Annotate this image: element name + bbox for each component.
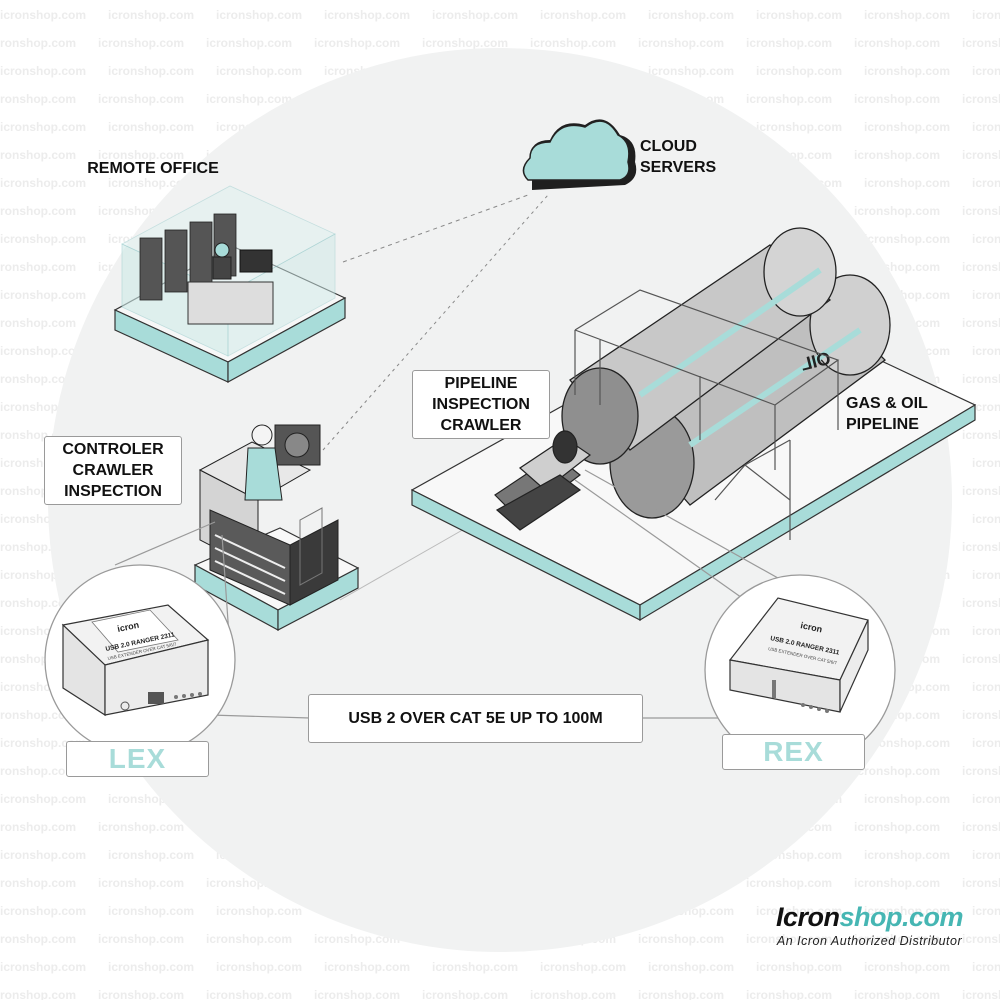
controller-scene bbox=[193, 424, 360, 632]
brand-tagline: An Icron Authorized Distributor bbox=[776, 934, 963, 948]
brand-name: Icronshop.com bbox=[775, 902, 964, 932]
rex-device-brand: icron bbox=[800, 620, 824, 634]
remote-office-scene bbox=[113, 185, 347, 384]
brand-logo: Icronshop.com An Icron Authorized Distri… bbox=[762, 902, 977, 948]
lex-device-illustration: icron USB 2.0 RANGER 2311 USB EXTENDER O… bbox=[44, 564, 236, 756]
rex-label-box: REX bbox=[722, 734, 865, 770]
usb-link-box: USB 2 OVER CAT 5E UP TO 100M bbox=[308, 694, 643, 743]
remote-office-label: REMOTE OFFICE bbox=[87, 160, 219, 177]
cloud-icon bbox=[522, 119, 637, 190]
office-cloud-line bbox=[342, 194, 529, 263]
lex-label-box: LEX bbox=[66, 741, 209, 777]
controller-cloud-line bbox=[322, 194, 549, 451]
controller-crawler-line bbox=[339, 519, 481, 601]
lex-device-brand: icron bbox=[116, 620, 140, 634]
connection-lines bbox=[322, 194, 549, 601]
rex-device-illustration: icron USB 2.0 RANGER 2311 USB EXTENDER O… bbox=[704, 574, 896, 766]
pipeline-scene: OIL bbox=[410, 227, 977, 622]
